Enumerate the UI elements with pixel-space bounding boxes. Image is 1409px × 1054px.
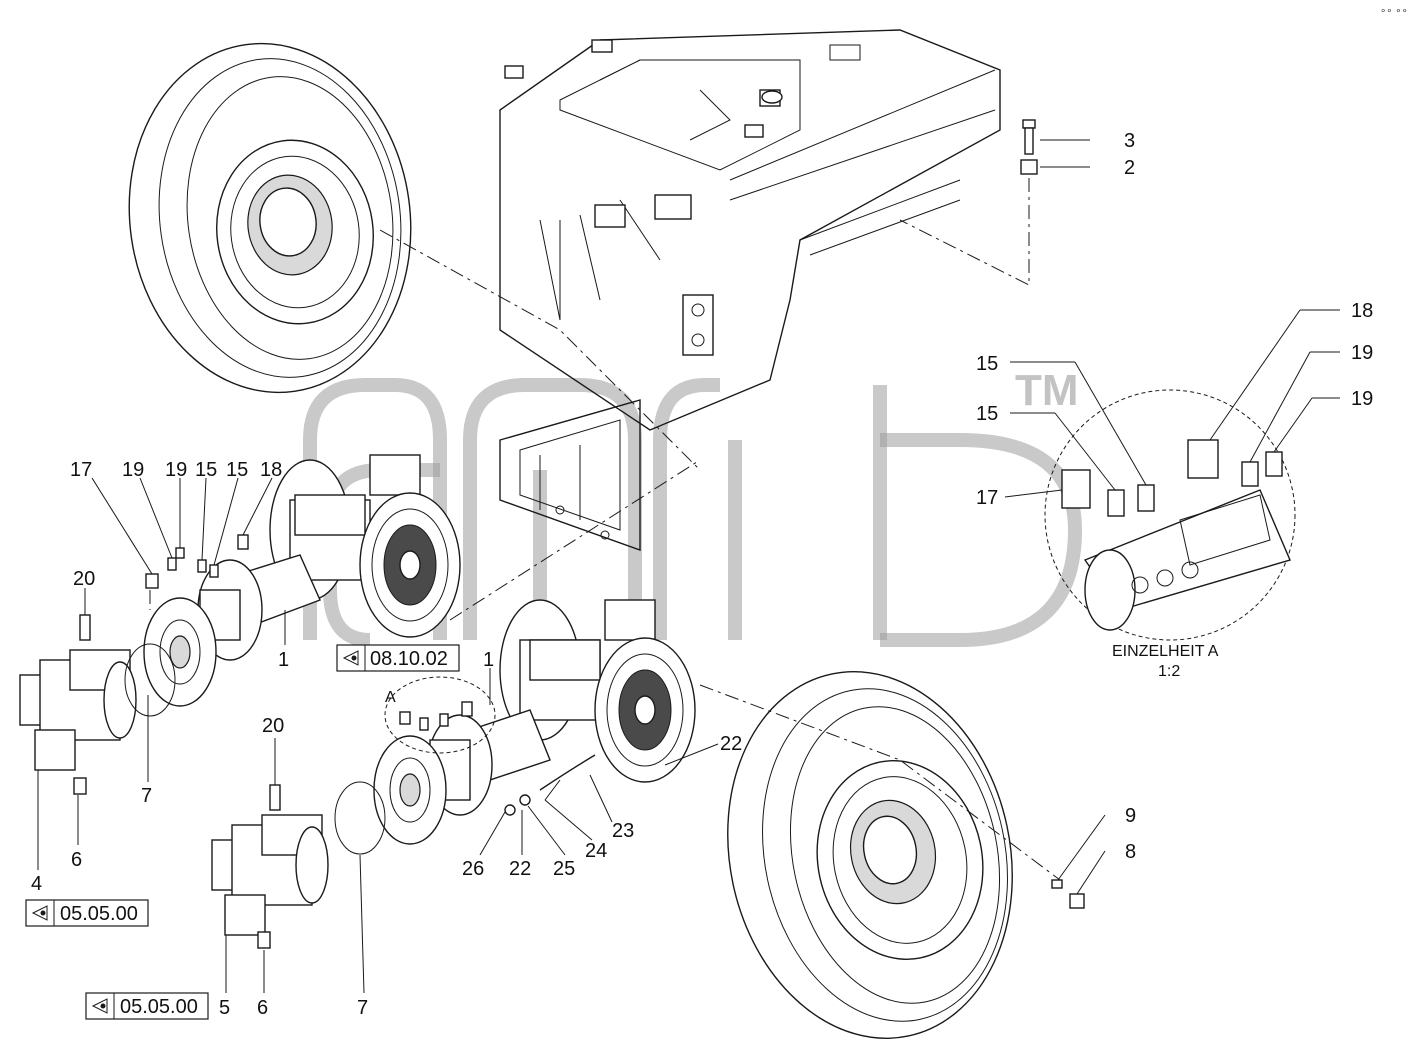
eye-arrow-icon: [342, 650, 359, 666]
label-8: 8: [1125, 841, 1136, 863]
reference-box-05-05-00-lower[interactable]: 05.05.00: [85, 992, 209, 1020]
label-5: 5: [219, 997, 230, 1019]
fittings-lower: [384, 676, 496, 754]
motor-upper: [19, 614, 137, 795]
detail-a-scale: 1:2: [1158, 663, 1180, 680]
label-17: 17: [70, 459, 92, 481]
bolt-and-bushing: [899, 119, 1090, 286]
label-19-detail-b: 19: [1351, 388, 1373, 410]
label-19-detail-a: 19: [1351, 342, 1373, 364]
label-15-detail-b: 15: [976, 403, 998, 425]
chassis-frame: [499, 29, 1001, 551]
label-7-upper: 7: [141, 785, 152, 807]
label-2: 2: [1124, 157, 1135, 179]
label-19-a: 19: [122, 459, 144, 481]
label-15-b: 15: [226, 459, 248, 481]
label-1-lower: 1: [483, 649, 494, 671]
detail-a: EINZELHEIT A 1:2: [1044, 389, 1296, 680]
label-23: 23: [612, 820, 634, 842]
watermark-tm: TM: [1015, 366, 1079, 415]
label-15-detail-a: 15: [976, 353, 998, 375]
label-4: 4: [31, 873, 42, 895]
label-24: 24: [585, 840, 607, 862]
eye-arrow-icon: [91, 998, 108, 1014]
label-1-upper: 1: [278, 649, 289, 671]
eye-arrow-icon: [31, 905, 48, 921]
label-17-detail: 17: [976, 487, 998, 509]
label-3: 3: [1124, 130, 1135, 152]
leader-lines: [37, 309, 1340, 994]
label-18-detail: 18: [1351, 300, 1373, 322]
part-labels: 3 2 18 19 19 15 15 17 17 19 19 15 15 18 …: [31, 130, 1373, 1019]
label-9: 9: [1125, 805, 1136, 827]
label-20-lower: 20: [262, 715, 284, 737]
wheel-bottom-right: [699, 671, 1061, 1039]
reference-box-05-05-00-upper[interactable]: 05.05.00: [25, 899, 149, 927]
axle-upper: [143, 454, 701, 707]
label-19-b: 19: [165, 459, 187, 481]
label-26: 26: [462, 858, 484, 880]
detail-a-title: EINZELHEIT A: [1112, 643, 1219, 660]
label-20-upper: 20: [73, 568, 95, 590]
label-22-right: 22: [720, 733, 742, 755]
wheel-top-left: [128, 42, 701, 471]
label-15-a: 15: [195, 459, 217, 481]
reference-label-05-05-00-lower: 05.05.00: [120, 996, 198, 1018]
watermark-logo: TM: [303, 366, 1083, 647]
label-6-lower: 6: [257, 997, 268, 1019]
motor-lower: [124, 643, 386, 949]
reference-label-08-10-02: 08.10.02: [370, 648, 448, 670]
reference-box-08-10-02[interactable]: 08.10.02: [336, 644, 460, 672]
label-7-lower: 7: [357, 997, 368, 1019]
reference-label-05-05-00-upper: 05.05.00: [60, 903, 138, 925]
wheel-bolts: [1051, 814, 1106, 909]
label-25: 25: [553, 858, 575, 880]
label-detail-a-marker: A: [385, 689, 396, 706]
corner-mark: ∘∘ ∘∘∘: [1380, 6, 1409, 17]
axle-lower: [373, 599, 696, 845]
label-6-upper: 6: [71, 849, 82, 871]
label-18: 18: [260, 459, 282, 481]
label-22-bottom: 22: [509, 858, 531, 880]
